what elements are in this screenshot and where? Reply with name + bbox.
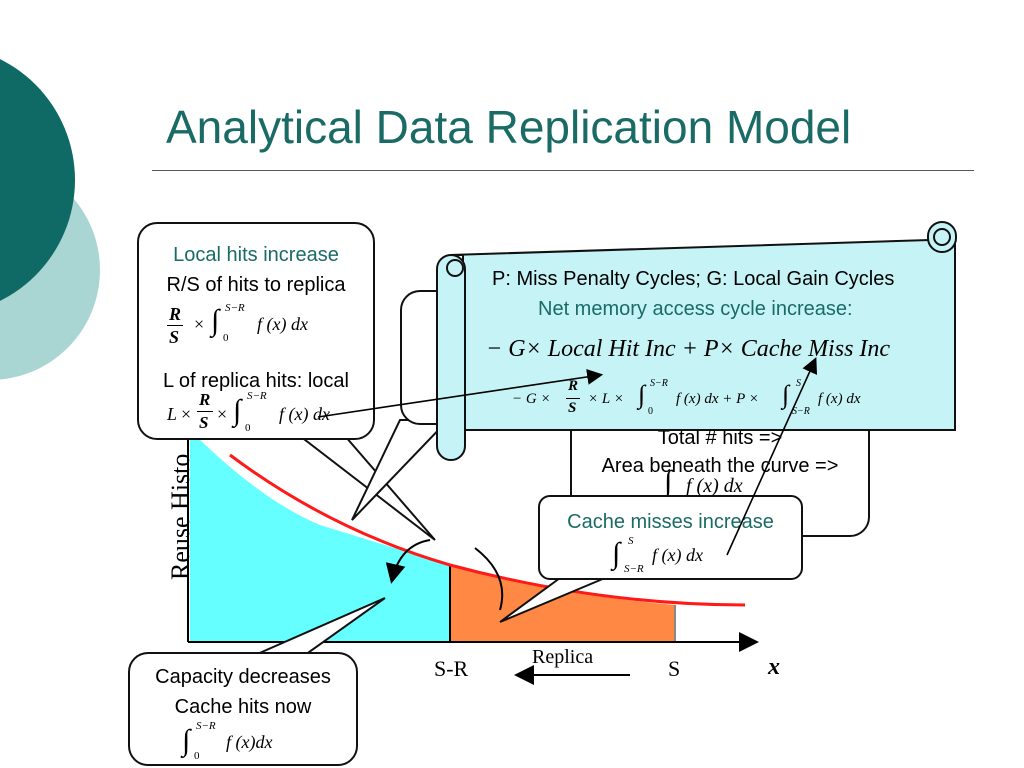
decorative-circles <box>0 59 100 380</box>
curved-arrow-right <box>474 547 504 611</box>
scroll-left-knob <box>446 259 464 277</box>
title-divider <box>152 170 974 171</box>
frac2-den: S <box>199 413 209 432</box>
net-formula: − G× Local Hit Inc + P× Cache Miss Inc <box>486 336 891 362</box>
formula2-int1-lower: 0 <box>648 406 653 417</box>
formula2-frac-num: R <box>568 378 579 394</box>
times-1: × <box>194 314 205 334</box>
local-hits-area <box>190 430 450 642</box>
integral-capacity: ∫ <box>182 724 191 757</box>
formula2-pre: − G × <box>512 391 551 407</box>
formula2-int2-upper: S <box>796 378 801 389</box>
local-hits-callout: Local hits increase R/S of hits to repli… <box>137 222 375 440</box>
capacity-callout: Capacity decreases Cache hits now ∫ S−R … <box>128 652 358 766</box>
rs-hits-line: R/S of hits to replica <box>166 274 346 296</box>
scroll-right-knob <box>933 228 951 246</box>
capacity-line: Capacity decreases <box>155 666 331 688</box>
integrand-1: f (x) dx <box>257 314 308 334</box>
frac1-bar <box>167 325 183 326</box>
cache-misses-callout: Cache misses increase ∫ S S−R f (x) dx <box>538 495 803 580</box>
total-integrand: f (x) dx <box>686 475 743 497</box>
integral-1: ∫ <box>211 304 220 337</box>
curved-arrow-left <box>385 539 431 584</box>
penalty-gain-line: P: Miss Penalty Cycles; G: Local Gain Cy… <box>492 268 895 290</box>
x-axis-label: x <box>768 654 780 680</box>
integral-misses: ∫ <box>612 537 621 570</box>
cache-hits-now-line: Cache hits now <box>174 696 312 718</box>
formula2-frac-bar <box>566 398 580 399</box>
replica-area <box>450 565 675 642</box>
frac1-num: R <box>169 304 182 324</box>
integral-sign: ∫ <box>664 465 673 498</box>
int2-lower: 0 <box>245 422 251 434</box>
net-increase-line: Net memory access cycle increase: <box>538 298 853 320</box>
frac2-num: R <box>199 390 211 409</box>
capacity-integrand: f (x)dx <box>226 732 273 752</box>
slide-title: Analytical Data Replication Model <box>166 101 852 153</box>
frac2-bar <box>197 411 213 412</box>
scroll-left-roll <box>436 254 466 461</box>
times-3: × <box>217 404 228 424</box>
misses-upper: S <box>628 535 634 547</box>
capacity-upper: S−R <box>196 720 216 732</box>
int1-lower: 0 <box>223 332 229 344</box>
replica-label: Replica <box>532 646 594 668</box>
frac1-den: S <box>169 327 180 347</box>
formula2-int1-upper: S−R <box>650 378 668 389</box>
misses-integrand: f (x) dx <box>652 545 703 565</box>
capacity-lower: 0 <box>194 750 200 762</box>
arrow-local-to-formula <box>317 368 604 418</box>
integral-2: ∫ <box>233 394 242 427</box>
tick-s: S <box>668 656 681 681</box>
formula2-mid: × L × <box>588 391 624 407</box>
formula2-int2: ∫ <box>782 380 790 409</box>
dark-circle <box>0 59 75 301</box>
int2-upper: S−R <box>247 390 267 402</box>
integrand-2: f (x) dx <box>279 404 330 424</box>
reuse-curve <box>229 453 746 607</box>
local-hits-heading: Local hits increase <box>173 244 339 266</box>
misses-lower: S−R <box>624 563 644 575</box>
L-var: L <box>167 404 178 424</box>
formula2-end: f (x) dx <box>818 391 861 407</box>
area-beneath-line: Area beneath the curve => <box>601 455 839 477</box>
replica-local-line: L of replica hits: local <box>162 370 349 392</box>
cache-misses-heading: Cache misses increase <box>567 511 774 533</box>
times-2: × <box>181 404 192 424</box>
int1-upper: S−R <box>225 302 245 314</box>
formula2-frac-den: S <box>568 400 577 416</box>
arrow-misses-to-formula <box>726 357 818 556</box>
formula2-int2-lower: S−R <box>792 406 810 417</box>
formula2-mid2: f (x) dx + P × <box>676 391 759 407</box>
formula2-int1: ∫ <box>638 380 646 409</box>
total-hits-line: Total # hits => <box>657 427 783 449</box>
tick-s-r: S-R <box>434 656 469 681</box>
